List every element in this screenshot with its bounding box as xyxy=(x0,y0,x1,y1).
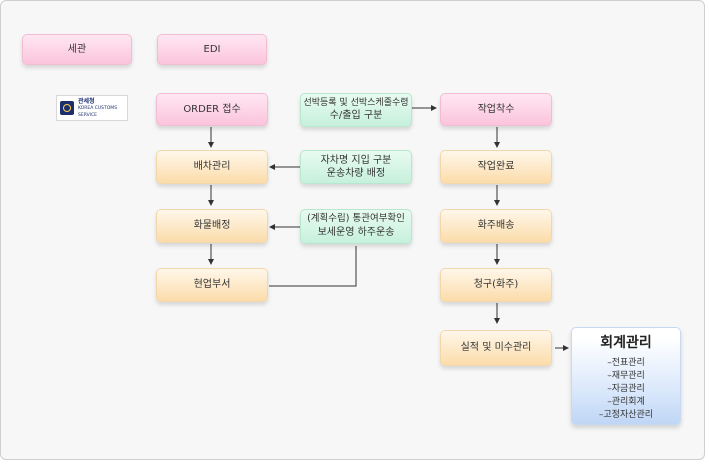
customs-plan-line2: 보세운영 하주운송 xyxy=(317,227,395,239)
accounting-item-finance: –재무관리 xyxy=(607,370,645,381)
field-department-box: 현업부서 xyxy=(156,268,268,302)
ship-registration-box: 선박등록 및 선박스케줄수령 수/출입 구분 xyxy=(300,93,412,127)
logo-korean: 관세청 xyxy=(78,97,95,105)
work-start-box: 작업착수 xyxy=(440,93,552,126)
accounting-title: 회계관리 xyxy=(600,335,652,351)
logo-english-2: SERVICE xyxy=(78,112,97,118)
cargo-assignment-label: 화물배정 xyxy=(193,220,231,232)
logo-english-1: KOREA CUSTOMS xyxy=(78,105,118,111)
dispatch-management-label: 배차관리 xyxy=(193,161,231,173)
edi-box: EDI xyxy=(157,34,267,65)
accounting-management-box: 회계관리 –전표관리 –재무관리 –자금관리 –관리회계 –고정자산관리 xyxy=(571,327,681,425)
korea-customs-logo: 관세청 KOREA CUSTOMS SERVICE xyxy=(56,95,128,121)
ship-registration-line2: 수/출입 구분 xyxy=(329,110,383,122)
vehicle-assignment-box: 자차명 지입 구분 운송차량 배정 xyxy=(300,150,412,184)
accounting-item-funds: –자금관리 xyxy=(607,383,645,394)
cargo-assignment-box: 화물배정 xyxy=(156,209,268,243)
performance-receivables-label: 실적 및 미수관리 xyxy=(460,342,532,354)
accounting-item-management: –관리회계 xyxy=(607,396,645,407)
customs-emblem-icon xyxy=(60,101,74,115)
order-receipt-label: ORDER 접수 xyxy=(183,103,241,115)
vehicle-assignment-line2: 운송차량 배정 xyxy=(326,168,386,179)
consignee-delivery-box: 화주배송 xyxy=(440,209,552,243)
work-complete-label: 작업완료 xyxy=(477,161,515,173)
accounting-item-fixed-assets: –고정자산관리 xyxy=(598,409,654,420)
accounting-item-voucher: –전표관리 xyxy=(607,357,645,368)
ship-registration-line1: 선박등록 및 선박스케줄수령 xyxy=(303,98,409,109)
billing-label: 청구(화주) xyxy=(473,279,519,291)
order-receipt-box: ORDER 접수 xyxy=(156,93,268,126)
work-start-label: 작업착수 xyxy=(477,103,515,115)
customs-plan-line1: (계획수립) 통관여부확인 xyxy=(307,213,405,225)
field-department-label: 현업부서 xyxy=(193,279,231,291)
customs-label: 세관 xyxy=(67,43,87,55)
consignee-delivery-label: 화주배송 xyxy=(477,220,515,232)
billing-box: 청구(화주) xyxy=(440,268,552,302)
edi-label: EDI xyxy=(203,43,221,55)
customs-plan-box: (계획수립) 통관여부확인 보세운영 하주운송 xyxy=(300,209,412,244)
work-complete-box: 작업완료 xyxy=(440,150,552,184)
customs-box: 세관 xyxy=(22,34,132,65)
performance-receivables-box: 실적 및 미수관리 xyxy=(440,330,552,366)
dispatch-management-box: 배차관리 xyxy=(156,150,268,184)
line-field-to-plan xyxy=(269,246,357,287)
vehicle-assignment-line1: 자차명 지입 구분 xyxy=(320,154,392,166)
